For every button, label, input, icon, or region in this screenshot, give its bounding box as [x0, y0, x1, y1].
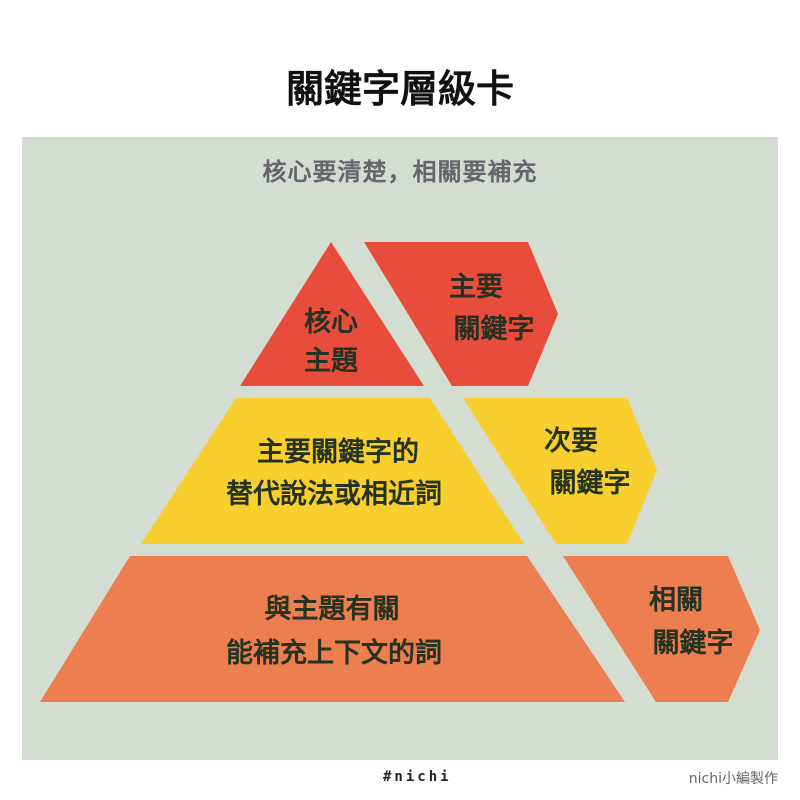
subtitle: 核心要清楚，相關要補充	[262, 158, 538, 186]
page-title: 關鍵字層級卡	[285, 67, 514, 111]
nichi-logo: #nichi	[383, 769, 452, 785]
context-words-trapezoid	[40, 556, 625, 702]
related-tag-line-1: 相關	[649, 585, 703, 616]
secondary-tag-line-1: 次要	[544, 426, 598, 457]
credit-text: nichi小編製作	[688, 771, 778, 787]
primary-tag-line-1: 主要	[449, 272, 503, 303]
context-line-1: 與主題有關	[265, 594, 400, 625]
core-topic-line-2: 主題	[304, 346, 359, 377]
primary-synonyms-trapezoid	[141, 398, 524, 544]
primary-keyword-tag	[364, 242, 558, 386]
secondary-tag-line-2: 關鍵字	[550, 467, 631, 499]
core-topic-triangle	[240, 242, 424, 386]
synonyms-line-2: 替代說法或相近詞	[226, 478, 442, 510]
context-line-2: 能補充上下文的詞	[226, 637, 442, 669]
synonyms-line-1: 主要關鍵字的	[257, 436, 419, 468]
related-tag-line-2: 關鍵字	[653, 627, 734, 659]
related-keyword-tag	[563, 556, 760, 702]
secondary-keyword-tag	[463, 398, 657, 544]
primary-tag-line-2: 關鍵字	[454, 313, 535, 345]
core-topic-line-1: 核心	[304, 306, 358, 338]
